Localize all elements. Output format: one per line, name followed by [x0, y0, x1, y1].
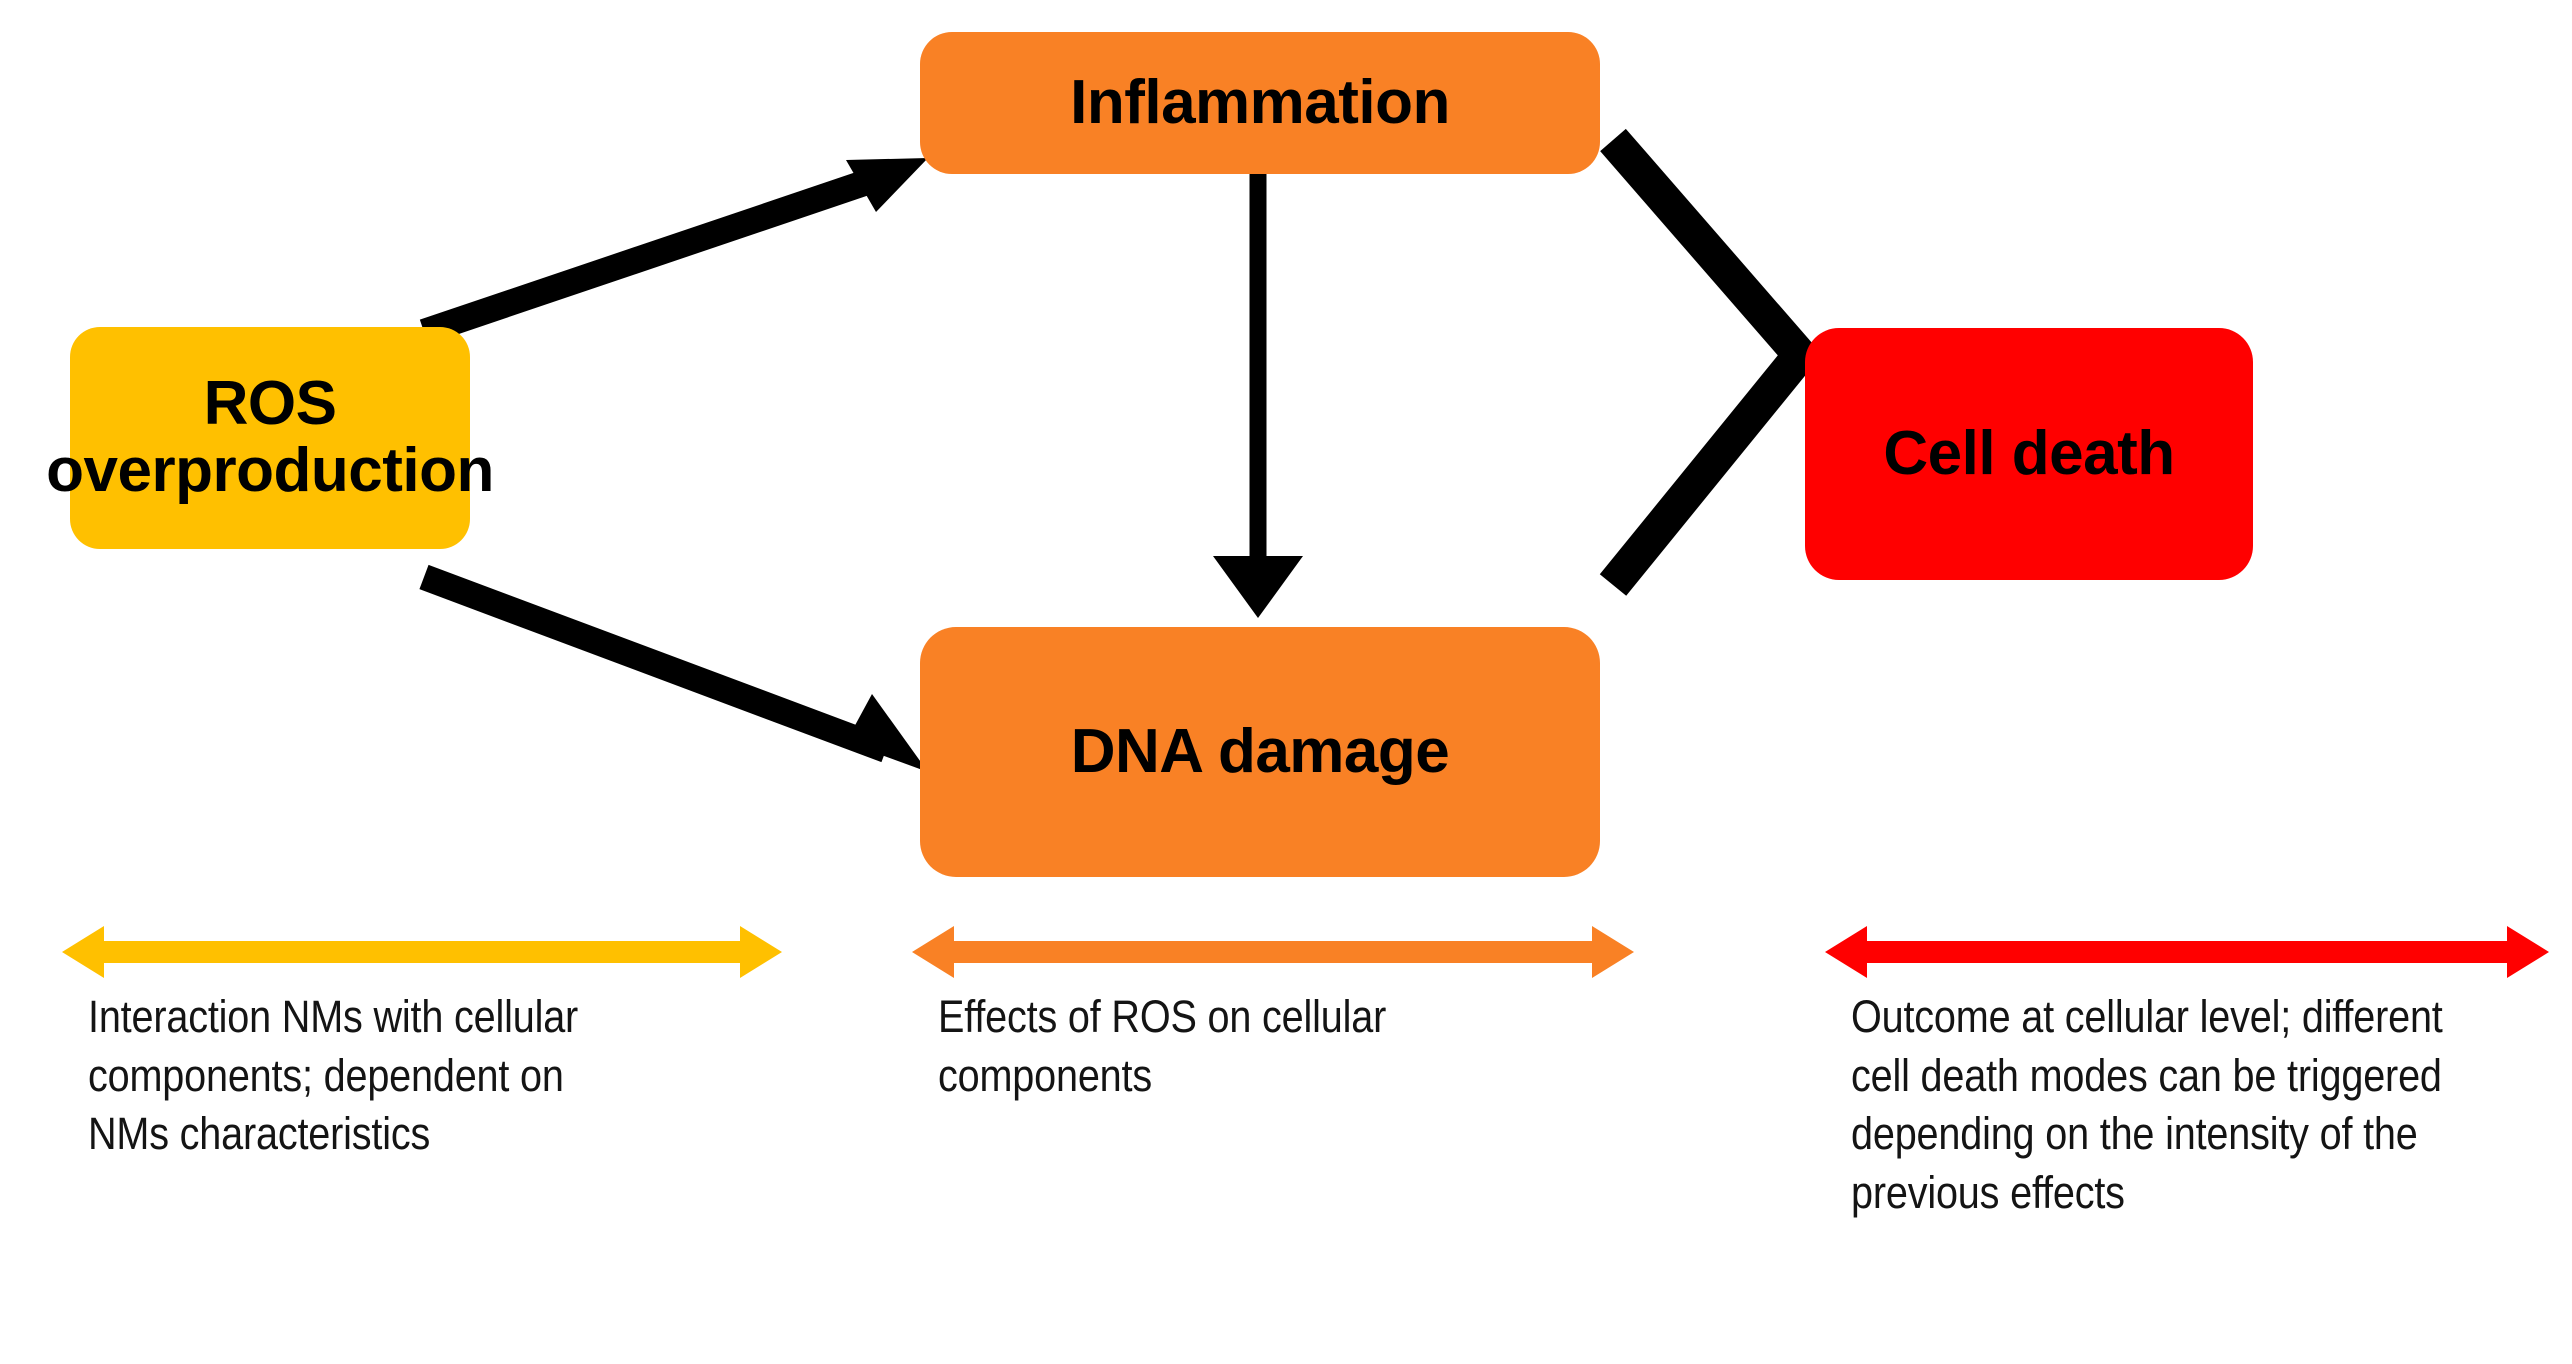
- node-dna-damage-label: DNA damage: [1070, 717, 1450, 787]
- arrow-ros-to-dna-damage: [419, 564, 928, 772]
- arrow-inflammation-to-dna-damage: [1213, 172, 1303, 618]
- node-dna-damage[interactable]: DNA damage: [920, 627, 1600, 877]
- arrow-chevron-to-cell-death: [1599, 128, 1823, 596]
- double-headed-arrow-red: [1825, 926, 2549, 978]
- scale-caption-middle: Effects of ROS on cellular components: [938, 991, 1387, 1101]
- double-headed-arrow-yellow: [62, 926, 782, 978]
- scale-caption-left: Interaction NMs with cellular components…: [88, 991, 579, 1159]
- arrow-ros-to-inflammation: [419, 158, 928, 345]
- scale-caption-right: Outcome at cellular level; different cel…: [1851, 991, 2443, 1218]
- node-cell-death[interactable]: Cell death: [1805, 328, 2253, 580]
- node-cell-death-label: Cell death: [1883, 419, 2175, 489]
- node-inflammation-label: Inflammation: [1070, 68, 1450, 138]
- double-headed-arrow-orange: [912, 926, 1634, 978]
- node-inflammation[interactable]: Inflammation: [920, 32, 1600, 174]
